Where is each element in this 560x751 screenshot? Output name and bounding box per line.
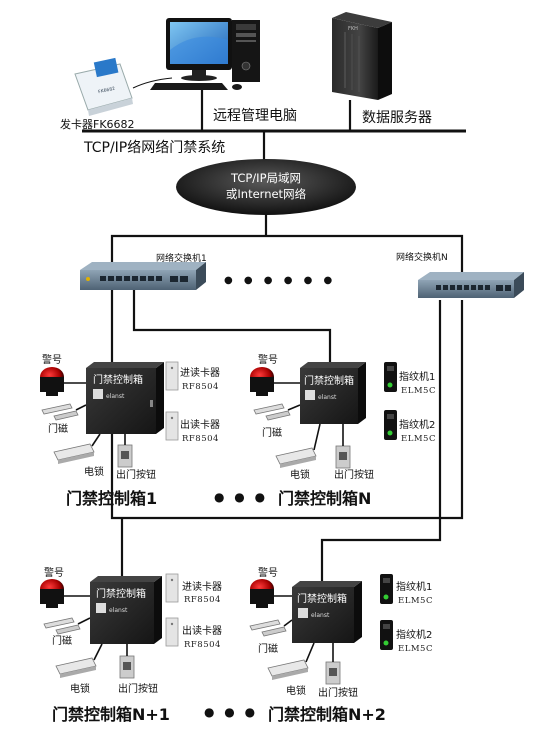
reader-out-model: ELM5C <box>398 644 433 654</box>
keyboard-icon <box>150 83 242 90</box>
box-n-plus-1-title: 门禁控制箱N+1 <box>52 705 170 724</box>
switch-1-label: 网络交换机1 <box>156 252 207 264</box>
lock-icon <box>267 659 309 680</box>
network-line2: 或Internet网络 <box>226 187 307 201</box>
reader-out-model: RF8504 <box>184 640 221 650</box>
alarm-label: 警号 <box>258 566 278 579</box>
control-box-1: 警号 门磁 门禁控制箱 elanst 电锁 出门按钮 进读卡 <box>40 353 220 508</box>
door-magnet-icon <box>43 617 81 635</box>
switch-dots: ● ● ● ● ● ● <box>224 275 336 286</box>
middle-dots-lower: ● ● ● <box>204 705 258 719</box>
control-box-n-plus-1: 警号 门磁 门禁控制箱 elanst 电锁 出门按钮 进读卡器 <box>40 566 222 724</box>
exit-button-icon <box>119 655 135 679</box>
alarm-label: 警号 <box>44 566 64 579</box>
door-magnet-label: 门磁 <box>262 426 282 439</box>
box-logo-icon <box>93 389 103 399</box>
card-issuer-screen-text: FK6682 <box>98 86 116 95</box>
card-issuer-label: 发卡器FK6682 <box>60 117 135 131</box>
exit-button-icon <box>117 444 133 468</box>
box-logo-text: elanst <box>106 393 125 400</box>
lock-icon <box>275 447 317 468</box>
switch-n-label: 网络交换机N <box>396 251 448 263</box>
door-magnet-icon <box>41 403 79 421</box>
exit-button-icon <box>325 661 341 685</box>
box-n-plus-2-title: 门禁控制箱N+2 <box>268 705 386 724</box>
reader-in-model: ELM5C <box>401 386 436 396</box>
reader-in-label: 进读卡器 <box>182 580 222 593</box>
alarm-siren-icon <box>250 579 274 608</box>
reader-in-label: 进读卡器 <box>180 366 220 379</box>
box-n-title: 门禁控制箱N <box>278 489 371 508</box>
fingerprint-reader-1-icon <box>384 362 397 392</box>
card-reader-in-icon <box>165 573 179 603</box>
system-label: TCP/IP络网络门禁系统 <box>83 140 225 156</box>
box-logo-icon <box>96 603 106 613</box>
network-line1: TCP/IP局域网 <box>230 171 301 185</box>
door-magnet-label: 门磁 <box>48 422 68 435</box>
pc-tower-icon <box>232 20 260 82</box>
lock-label: 电锁 <box>84 465 104 478</box>
reader-in-model: ELM5C <box>398 596 433 606</box>
server-icon: FKH <box>332 12 392 100</box>
fingerprint-reader-1-icon <box>380 574 393 604</box>
reader-out-model: ELM5C <box>401 434 436 444</box>
alarm-siren-icon <box>40 579 64 608</box>
exit-button-label: 出门按钮 <box>118 682 158 695</box>
card-reader-out-icon <box>165 617 179 647</box>
reader-out-model: RF8504 <box>182 434 219 444</box>
control-box-n: 警号 门磁 门禁控制箱 elanst 电锁 出门按钮 指 <box>250 353 436 508</box>
network-switch-n-icon <box>418 272 524 298</box>
box-logo-text: elanst <box>318 394 337 401</box>
exit-button-label: 出门按钮 <box>116 468 156 481</box>
exit-button-icon <box>335 445 351 469</box>
reader-out-label: 指纹机2 <box>399 418 435 431</box>
card-reader-in-icon <box>165 361 179 391</box>
box-title-label: 门禁控制箱 <box>297 592 347 605</box>
reader-out-label: 出读卡器 <box>182 624 222 637</box>
lock-label: 电锁 <box>70 682 90 695</box>
fingerprint-reader-2-icon <box>380 620 393 650</box>
box-title-label: 门禁控制箱 <box>93 373 143 386</box>
network-switch-1-icon <box>80 262 206 290</box>
network-cloud <box>176 159 356 215</box>
exit-button-label: 出门按钮 <box>318 686 358 699</box>
door-magnet-icon <box>253 403 291 421</box>
alarm-label: 警号 <box>258 353 278 366</box>
control-box-body <box>86 368 156 434</box>
door-magnet-label: 门磁 <box>258 642 278 655</box>
reader-out-label: 出读卡器 <box>180 418 220 431</box>
box-logo-icon <box>298 608 308 618</box>
reader-in-label: 指纹机1 <box>399 370 435 383</box>
reader-in-model: RF8504 <box>182 382 219 392</box>
box-title-label: 门禁控制箱 <box>304 374 354 387</box>
alarm-siren-icon <box>250 367 274 396</box>
server-brand: FKH <box>348 26 358 32</box>
card-reader-out-icon <box>165 411 179 441</box>
lock-label: 电锁 <box>290 468 310 481</box>
card-issuer-icon: FK6682 <box>74 57 133 116</box>
lock-label: 电锁 <box>286 684 306 697</box>
box-1-title: 门禁控制箱1 <box>66 489 157 508</box>
alarm-label: 警号 <box>42 353 62 366</box>
box-logo-icon <box>305 390 315 400</box>
pc-label: 远程管理电脑 <box>213 108 297 124</box>
door-magnet-icon <box>249 619 287 637</box>
exit-button-label: 出门按钮 <box>334 468 374 481</box>
reader-out-label: 指纹机2 <box>396 628 432 641</box>
box-logo-text: elanst <box>109 607 128 614</box>
reader-in-model: RF8504 <box>184 595 221 605</box>
control-box-n-plus-2: 警号 门磁 门禁控制箱 elanst 电锁 出门按钮 指 <box>249 566 433 724</box>
middle-dots-upper: ● ● ● <box>214 490 268 504</box>
lock-icon <box>55 657 97 678</box>
server-label: 数据服务器 <box>362 110 432 126</box>
box-logo-text: elanst <box>311 612 330 619</box>
alarm-siren-icon <box>40 367 64 396</box>
reader-in-label: 指纹机1 <box>396 580 432 593</box>
fingerprint-reader-2-icon <box>384 410 397 440</box>
lock-icon <box>53 443 95 464</box>
box-title-label: 门禁控制箱 <box>96 587 146 600</box>
door-magnet-label: 门磁 <box>52 634 72 647</box>
monitor-icon <box>166 18 232 81</box>
